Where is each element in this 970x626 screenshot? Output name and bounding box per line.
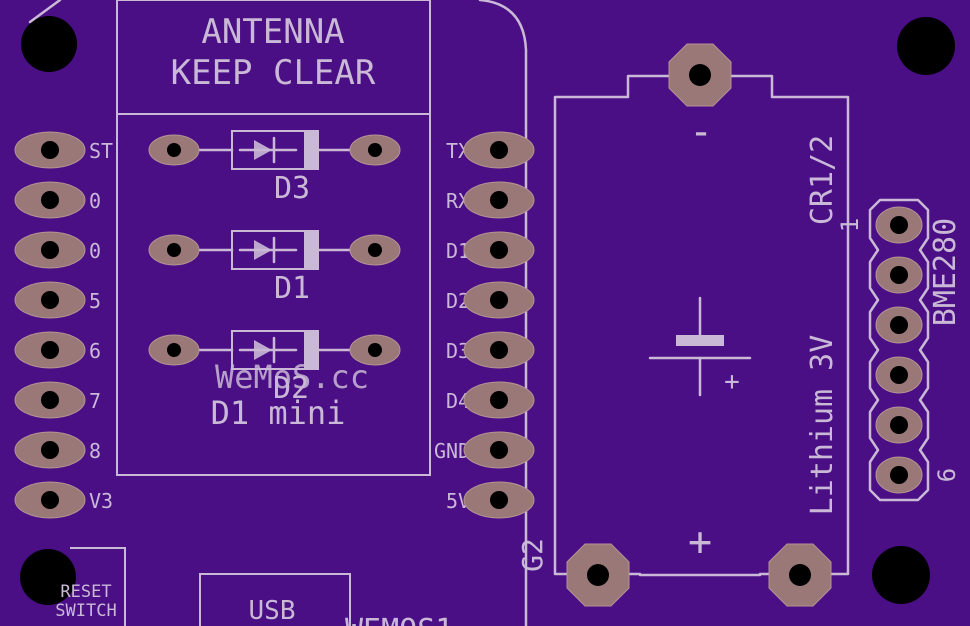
left-pin-label: ST	[89, 139, 113, 163]
right-header	[463, 131, 535, 519]
reset-switch-outline	[70, 547, 126, 626]
module-body-box	[116, 113, 431, 476]
switch-label: SWITCH	[55, 601, 116, 621]
left-pin-label: 5	[89, 289, 101, 313]
left-pin-label: V3	[89, 489, 113, 513]
battery-minus-label: -	[689, 109, 713, 155]
wemos-bottom-label: WEMOS1	[345, 613, 453, 626]
antenna-label: ANTENNA	[201, 12, 344, 52]
usb-outline	[199, 573, 351, 626]
wemos-url-label: WeMoS.cc	[215, 358, 369, 396]
g2-label: G2	[516, 538, 549, 572]
lithium-label: Lithium 3V	[805, 335, 840, 516]
battery-plus-label: +	[688, 519, 712, 565]
mounting-hole-top-right	[897, 17, 955, 75]
reset-label: RESET	[60, 582, 111, 602]
left-pin-label: 0	[89, 189, 101, 213]
bme280-header-outline	[868, 198, 930, 502]
bme280-pin6-label: 6	[933, 468, 961, 482]
battery-cell-plus-label: +	[724, 367, 740, 397]
left-pin-label: 7	[89, 389, 101, 413]
bme280-header	[875, 206, 923, 494]
mounting-hole-bottom-right	[872, 546, 930, 604]
left-pin-label: 6	[89, 339, 101, 363]
diode-d1	[195, 230, 354, 270]
d2-label: D2	[273, 371, 309, 406]
left-pin-label: 0	[89, 239, 101, 263]
cr12-label: CR1/2	[805, 135, 840, 225]
mounting-hole-bottom-left	[20, 549, 76, 605]
module-outline	[28, 0, 528, 626]
d3-label: D3	[274, 171, 310, 206]
left-pin-label: 8	[89, 439, 101, 463]
usb-label: USB	[249, 596, 296, 626]
bme280-label: BME280	[928, 218, 963, 326]
bme280-pin1-label: 1	[836, 218, 864, 232]
d1-mini-label: D1 mini	[211, 394, 346, 432]
diode-d3	[195, 130, 354, 170]
d1-label: D1	[274, 271, 310, 306]
diode-d2	[195, 330, 354, 370]
left-header	[14, 131, 86, 519]
battery-cell-symbol	[648, 296, 752, 397]
keep-clear-label: KEEP CLEAR	[171, 53, 376, 93]
mounting-hole-top-left	[21, 16, 77, 72]
